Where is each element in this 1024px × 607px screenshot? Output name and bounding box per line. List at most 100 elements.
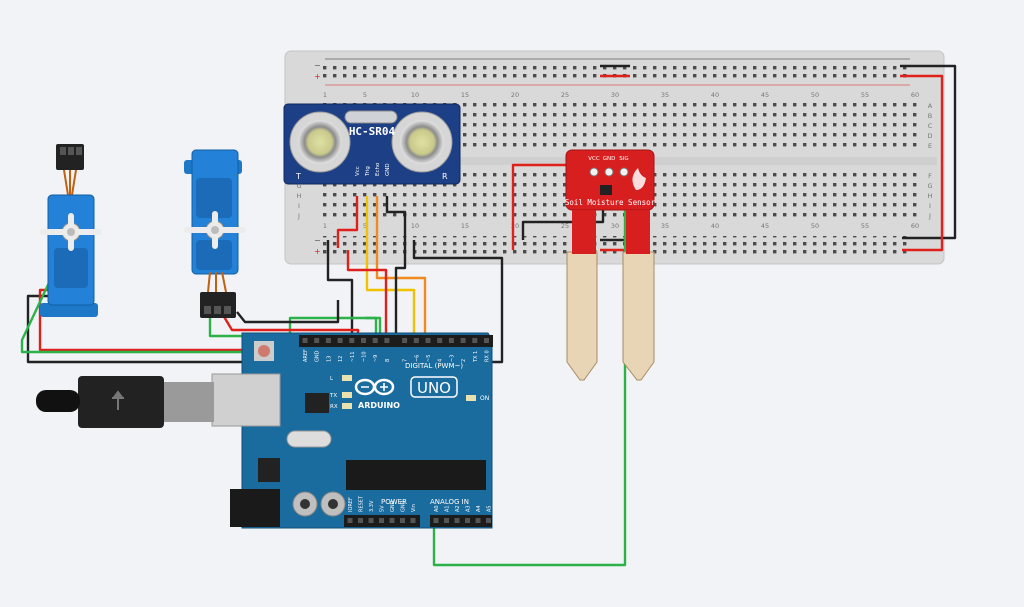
ultrasonic-pin[interactable]	[384, 186, 390, 192]
digital-pin[interactable]	[372, 338, 378, 343]
column-number: 35	[661, 222, 669, 230]
rail-plus-top: +	[314, 72, 321, 81]
row-letter: J	[928, 212, 931, 220]
power-jack[interactable]	[230, 489, 280, 527]
digital-label: DIGITAL (PWM~)	[405, 362, 463, 370]
analog-pin[interactable]	[454, 518, 460, 523]
wire-servo1-gnd[interactable]	[26, 240, 504, 364]
led-label: TX	[329, 393, 337, 399]
wire-soil-sig-a0[interactable]	[432, 178, 627, 567]
wire-hc-trig[interactable]	[365, 196, 416, 335]
soil-pin[interactable]	[604, 167, 614, 177]
digital-pin[interactable]	[314, 338, 320, 343]
wire-servo2-signal[interactable]	[208, 315, 382, 338]
power-pin[interactable]	[389, 518, 395, 523]
digital-pin[interactable]	[337, 338, 343, 343]
power-pin[interactable]	[347, 518, 353, 523]
digital-pin[interactable]	[437, 338, 443, 343]
reset-button[interactable]	[258, 345, 270, 357]
column-number: 30	[611, 91, 619, 99]
power-pin[interactable]	[400, 518, 405, 523]
arduino-model: UNO	[417, 379, 451, 397]
analog-pin[interactable]	[444, 518, 449, 523]
column-number: 5	[363, 91, 367, 99]
column-number: 45	[761, 222, 769, 230]
wire-soil-vcc[interactable]	[511, 163, 573, 250]
probe-left	[566, 251, 598, 381]
bottom-power-rail[interactable]	[320, 236, 912, 254]
analog-pin[interactable]	[475, 518, 481, 523]
servo-motor-1[interactable]	[40, 144, 102, 317]
atmega-chip	[346, 460, 486, 490]
power-pin[interactable]	[410, 518, 416, 523]
ultrasonic-pin[interactable]	[364, 186, 370, 192]
digital-pin-label: 8	[385, 359, 391, 362]
column-number: 60	[911, 222, 919, 230]
digital-pin-label: ~10	[362, 351, 368, 362]
row-letter: H	[928, 192, 933, 200]
row-letter: I	[929, 202, 931, 210]
digital-header[interactable]	[299, 335, 493, 347]
status-led	[342, 392, 352, 398]
wire-rail-gnd-arduino[interactable]	[326, 240, 354, 335]
digital-pin-label: AREF	[303, 349, 309, 362]
top-power-rail[interactable]	[320, 63, 912, 81]
analog-pin-label: A3	[466, 505, 472, 512]
digital-pin[interactable]	[384, 338, 390, 343]
digital-pin[interactable]	[448, 338, 454, 343]
digital-pin[interactable]	[349, 338, 355, 343]
servo-motor-2[interactable]	[184, 149, 246, 318]
digital-pin[interactable]	[484, 338, 489, 343]
ultrasonic-pin[interactable]	[354, 186, 360, 192]
soil-pin-label: VCC	[588, 156, 600, 162]
digital-pin[interactable]	[472, 338, 478, 343]
analog-pin[interactable]	[465, 518, 470, 523]
wire-rail-gnd-link[interactable]	[900, 64, 957, 240]
digital-pin[interactable]	[425, 338, 431, 343]
digital-pin-label: RX 0	[485, 350, 491, 362]
digital-pin-label: GND	[315, 350, 321, 362]
analog-header[interactable]	[430, 515, 492, 527]
status-led	[342, 375, 352, 381]
analog-pin[interactable]	[486, 518, 491, 523]
wire-servo2-gnd[interactable]	[236, 300, 340, 324]
digital-pin-label: ~5	[426, 355, 432, 362]
ultrasonic-pin-label: Echo	[375, 162, 381, 176]
soil-pin[interactable]	[589, 167, 599, 177]
power-pin[interactable]	[358, 518, 363, 523]
rail-plus-bottom: +	[314, 247, 321, 256]
arduino-uno-board[interactable]: ARDUINO UNO DIGITAL (PWM~) POWER ANALOG …	[36, 332, 493, 529]
digital-pin[interactable]	[302, 338, 308, 343]
arduino-logo	[354, 378, 395, 396]
row-letter: I	[298, 202, 300, 210]
receiver-icon	[400, 120, 444, 164]
ultrasonic-pin[interactable]	[374, 186, 380, 192]
usb-connector[interactable]	[36, 373, 281, 428]
analog-pin[interactable]	[433, 518, 439, 523]
digital-pin[interactable]	[361, 338, 366, 343]
wire-hc-vcc[interactable]	[336, 196, 359, 248]
wire-rail-5v-link[interactable]	[900, 74, 944, 252]
row-letter: E	[928, 142, 932, 150]
power-pin[interactable]	[379, 518, 384, 523]
usb-cable	[36, 390, 80, 412]
digital-pin[interactable]	[325, 338, 331, 343]
digital-pin[interactable]	[402, 338, 408, 343]
wire-hc-echo[interactable]	[375, 196, 427, 335]
power-pin[interactable]	[368, 518, 374, 523]
led-label: L	[330, 376, 334, 382]
column-number: 60	[911, 91, 919, 99]
digital-pin[interactable]	[413, 338, 419, 343]
soil-pin[interactable]	[619, 167, 629, 177]
wire-hc-gnd[interactable]	[385, 196, 407, 525]
digital-pin[interactable]	[460, 338, 466, 343]
corner-r-label: R	[442, 172, 448, 181]
status-led	[342, 403, 352, 409]
row-letter: G	[927, 182, 932, 190]
